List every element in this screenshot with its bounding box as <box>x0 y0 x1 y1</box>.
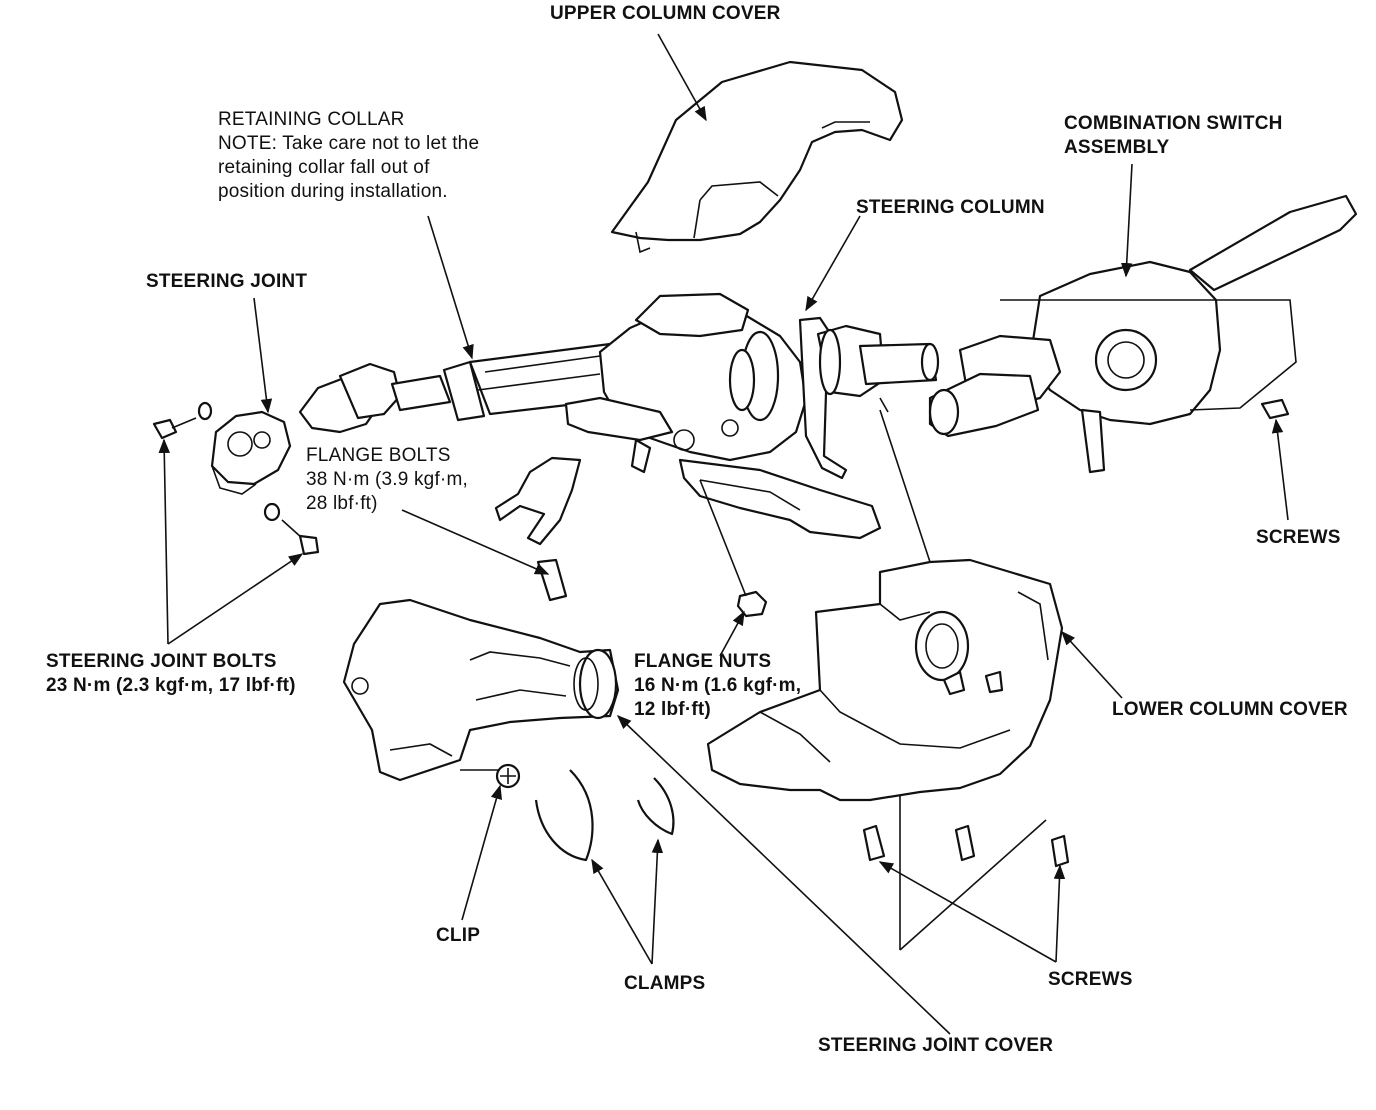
retaining-collar-note-2: retaining collar fall out of <box>218 157 430 178</box>
flange-nuts-torque-2: 12 lbf·ft) <box>634 699 711 720</box>
upper-column-cover-part <box>610 60 904 254</box>
flange-bolts-callout: FLANGE BOLTS 38 N·m (3.9 kgf·m, 28 lbf·f… <box>306 444 468 516</box>
lower-cover-screws-part <box>862 824 1070 868</box>
combination-switch-label-2: ASSEMBLY <box>1064 137 1170 158</box>
flange-nuts-torque-1: 16 N·m (1.6 kgf·m, <box>634 675 802 696</box>
clip-label: CLIP <box>436 925 481 946</box>
steering-joint-label: STEERING JOINT <box>146 271 308 292</box>
combination-switch-part <box>928 194 1358 474</box>
steering-joint-cover-part <box>342 598 620 782</box>
screws-right-label: SCREWS <box>1256 527 1341 548</box>
leader-lines <box>158 33 1289 1035</box>
combination-switch-label: COMBINATION SWITCH ASSEMBLY <box>1064 112 1283 160</box>
retaining-collar-callout: RETAINING COLLAR NOTE: Take care not to … <box>218 108 479 204</box>
flange-bolt-bracket-part <box>494 456 582 602</box>
steering-joint-bolts-callout: STEERING JOINT BOLTS 23 N·m (2.3 kgf·m, … <box>46 650 296 698</box>
steering-column-shaft-part <box>298 342 630 434</box>
steering-column-body-part <box>564 292 940 540</box>
steering-joint-part <box>152 401 320 556</box>
flange-bolts-torque-2: 28 lbf·ft) <box>306 493 378 514</box>
flange-nuts-callout: FLANGE NUTS 16 N·m (1.6 kgf·m, 12 lbf·ft… <box>634 650 801 722</box>
flange-bolts-label: FLANGE BOLTS <box>306 445 451 466</box>
clamps-label: CLAMPS <box>624 973 706 994</box>
steering-joint-cover-label: STEERING JOINT COVER <box>818 1035 1054 1056</box>
lower-column-cover-part <box>706 558 1064 802</box>
flange-nuts-label: FLANGE NUTS <box>634 651 772 672</box>
retaining-collar-label: RETAINING COLLAR <box>218 109 405 130</box>
steering-joint-bolts-label: STEERING JOINT BOLTS <box>46 651 277 672</box>
combination-switch-label-1: COMBINATION SWITCH <box>1064 113 1283 134</box>
screws-bottom-label: SCREWS <box>1048 969 1133 990</box>
flange-nut-part <box>736 590 768 618</box>
upper-column-cover-label: UPPER COLUMN COVER <box>550 3 781 24</box>
retaining-collar-note-3: position during installation. <box>218 181 448 202</box>
flange-bolts-torque-1: 38 N·m (3.9 kgf·m, <box>306 469 468 490</box>
retaining-collar-note-1: NOTE: Take care not to let the <box>218 133 480 154</box>
lower-column-cover-label: LOWER COLUMN COVER <box>1112 699 1348 720</box>
steering-column-label: STEERING COLUMN <box>856 197 1045 218</box>
clamps-part <box>534 769 675 862</box>
steering-joint-bolts-torque: 23 N·m (2.3 kgf·m, 17 lbf·ft) <box>46 675 296 696</box>
clip-part <box>495 763 521 789</box>
